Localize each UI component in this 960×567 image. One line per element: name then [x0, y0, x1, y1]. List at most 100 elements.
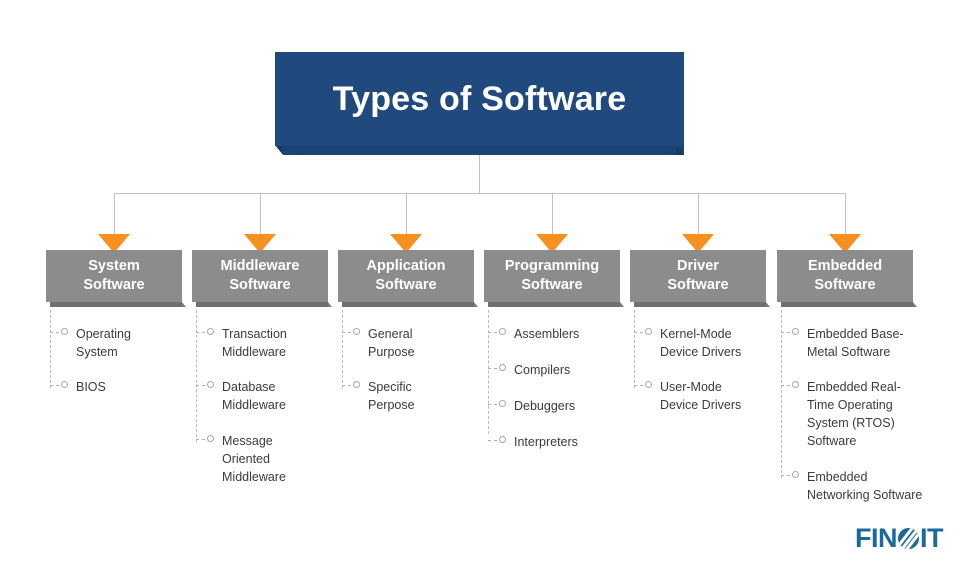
list-item[interactable]: Assemblers [488, 325, 579, 343]
item-bullet-icon [353, 328, 360, 335]
item-label: Compilers [514, 363, 571, 377]
category-label: Middleware Software [220, 258, 300, 293]
connector-drop-4 [552, 193, 553, 235]
list-item[interactable]: BIOS [50, 378, 106, 396]
item-connector-stub [488, 440, 497, 441]
item-label: Kernel-Mode Device Drivers [660, 327, 742, 360]
category-box-bevel-5 [766, 302, 770, 307]
category-box-shadow-5 [634, 302, 766, 307]
item-bullet-icon [61, 328, 68, 335]
item-bullet-icon [207, 328, 214, 335]
item-connector-stub [342, 385, 351, 386]
item-connector-stub [196, 332, 205, 333]
list-item[interactable]: Embedded Networking Software [781, 468, 922, 504]
arrow-icon-4 [536, 234, 568, 253]
category-box-bevel-2 [328, 302, 332, 307]
category-label: Embedded Software [807, 258, 883, 293]
item-connector-stub [488, 404, 497, 405]
arrow-icon-6 [829, 234, 861, 253]
connector-bus [114, 193, 845, 194]
item-label: Embedded Base- Metal Software [807, 327, 904, 360]
list-item[interactable]: Embedded Base- Metal Software [781, 325, 904, 361]
item-label: BIOS [76, 380, 106, 394]
category-box-middleware-software[interactable]: Middleware Software [192, 250, 328, 302]
item-connector-stub [342, 332, 351, 333]
logo-text-after: IT [920, 523, 944, 553]
item-bullet-icon [499, 436, 506, 443]
arrow-icon-3 [390, 234, 422, 253]
connector-drop-6 [845, 193, 846, 235]
list-item[interactable]: Debuggers [488, 397, 575, 415]
item-bullet-icon [792, 328, 799, 335]
category-label: Application Software [366, 258, 446, 293]
item-bullet-icon [499, 328, 506, 335]
item-bullet-icon [792, 471, 799, 478]
connector-drop-5 [698, 193, 699, 235]
list-item[interactable]: Embedded Real- Time Operating System (RT… [781, 378, 901, 451]
category-label: Driver Software [667, 258, 729, 293]
category-box-embedded-software[interactable]: Embedded Software [777, 250, 913, 302]
arrow-icon-1 [98, 234, 130, 253]
item-label: Operating System [76, 327, 131, 360]
column-spine [342, 310, 343, 388]
category-label: System Software [83, 258, 145, 293]
title-banner: Types of Software [275, 52, 684, 146]
finoit-logo[interactable]: FIN IT [855, 523, 944, 553]
category-box-shadow-6 [781, 302, 913, 307]
item-label: Assemblers [514, 327, 580, 341]
item-connector-stub [781, 385, 790, 386]
category-box-application-software[interactable]: Application Software [338, 250, 474, 302]
item-connector-stub [488, 332, 497, 333]
logo-text-before: FIN [855, 523, 898, 553]
item-connector-stub [196, 385, 205, 386]
item-connector-stub [50, 332, 59, 333]
connector-trunk [479, 155, 480, 193]
arrow-icon-2 [244, 234, 276, 253]
arrow-icon-5 [682, 234, 714, 253]
item-label: Debuggers [514, 399, 576, 413]
item-label: Database Middleware [222, 380, 286, 413]
item-bullet-icon [499, 400, 506, 407]
category-label: Programming Software [504, 258, 600, 293]
list-item[interactable]: User-Mode Device Drivers [634, 378, 741, 414]
title-shadow-bevel-right [676, 145, 684, 155]
list-item[interactable]: Compilers [488, 361, 570, 379]
page-title: Types of Software [332, 80, 627, 118]
item-label: Transaction Middleware [222, 327, 287, 360]
item-bullet-icon [792, 381, 799, 388]
category-box-shadow-1 [50, 302, 182, 307]
item-label: User-Mode Device Drivers [660, 380, 742, 413]
category-box-bevel-1 [182, 302, 186, 307]
item-connector-stub [634, 385, 643, 386]
column-spine [488, 310, 489, 434]
list-item[interactable]: Kernel-Mode Device Drivers [634, 325, 741, 361]
item-bullet-icon [207, 381, 214, 388]
item-connector-stub [781, 332, 790, 333]
list-item[interactable]: Specific Perpose [342, 378, 415, 414]
title-banner-shadow [283, 145, 684, 155]
category-box-programming-software[interactable]: Programming Software [484, 250, 620, 302]
item-bullet-icon [499, 364, 506, 371]
column-spine [196, 310, 197, 442]
item-connector-stub [196, 439, 205, 440]
item-connector-stub [634, 332, 643, 333]
list-item[interactable]: Transaction Middleware [196, 325, 287, 361]
item-label: Interpreters [514, 435, 578, 449]
column-spine [634, 310, 635, 388]
category-box-driver-software[interactable]: Driver Software [630, 250, 766, 302]
item-connector-stub [781, 475, 790, 476]
item-label: Embedded Real- Time Operating System (RT… [807, 380, 901, 449]
list-item[interactable]: Interpreters [488, 433, 578, 451]
list-item[interactable]: Message Oriented Middleware [196, 432, 286, 486]
category-box-bevel-3 [474, 302, 478, 307]
list-item[interactable]: Operating System [50, 325, 131, 361]
item-bullet-icon [61, 381, 68, 388]
category-box-system-software[interactable]: System Software [46, 250, 182, 302]
connector-drop-3 [406, 193, 407, 235]
category-box-shadow-2 [196, 302, 328, 307]
item-label: Specific Perpose [368, 380, 415, 413]
item-label: General Purpose [368, 327, 415, 360]
list-item[interactable]: General Purpose [342, 325, 415, 361]
list-item[interactable]: Database Middleware [196, 378, 286, 414]
